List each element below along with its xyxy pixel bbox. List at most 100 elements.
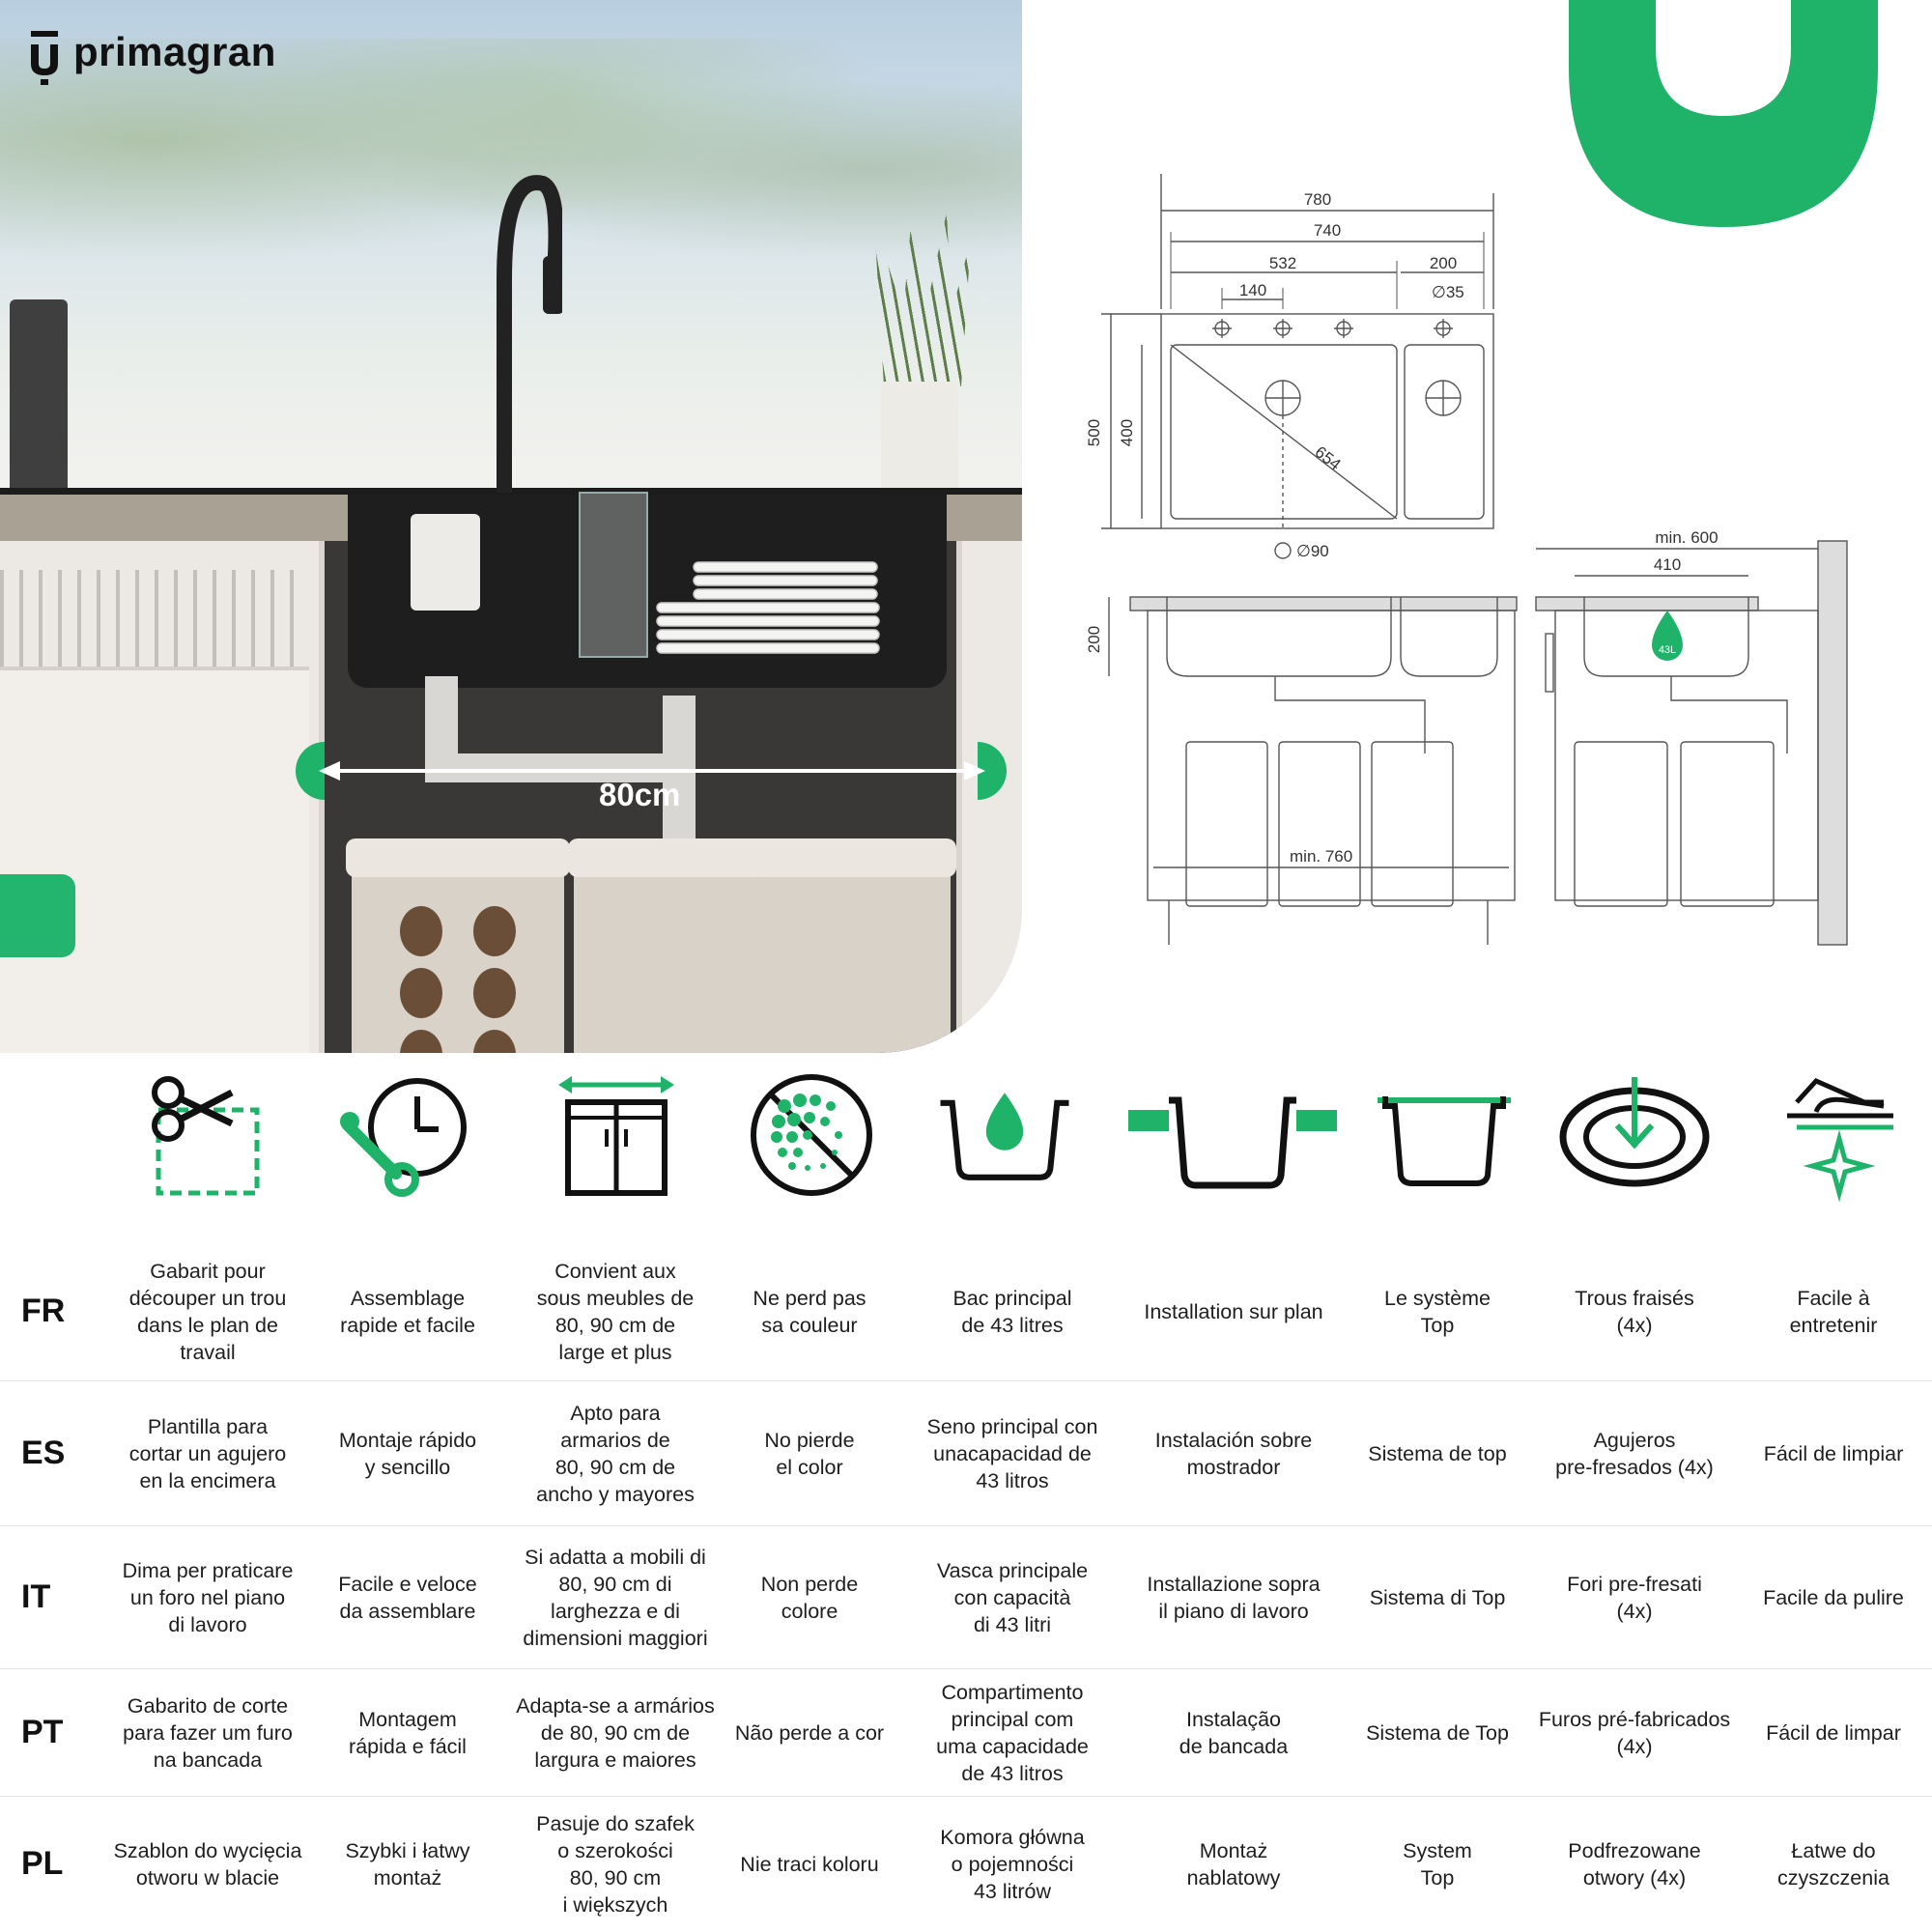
feature-cell: Vasca principale con capacità di 43 litr… (936, 1559, 1089, 1636)
feature-cell: Podfrezowane otwory (4x) (1568, 1839, 1701, 1889)
feature-cell: Convient aux sous meubles de 80, 90 cm d… (536, 1259, 695, 1364)
feature-cell: Sistema di Top (1369, 1586, 1506, 1609)
dishes (411, 492, 880, 658)
feature-cell: Szablon do wycięcia otworu w blacie (113, 1839, 302, 1889)
feature-cell: Facile à entretenir (1789, 1286, 1878, 1337)
waste-bin-3 (752, 838, 956, 1053)
bin-hole (473, 968, 516, 1018)
feature-cell: Não perde a cor (734, 1721, 885, 1745)
feature-cell: Non perde colore (760, 1573, 859, 1623)
easy-clean-icon (1787, 1077, 1893, 1203)
feature-cell: Ne perd pas sa couleur (753, 1286, 867, 1337)
bin-lid (752, 838, 956, 877)
table-row: ES Plantilla para cortar un agujero en la… (0, 1381, 1932, 1526)
bin-hole (473, 906, 516, 956)
dim-410: 410 (1654, 555, 1681, 574)
plant-pot (881, 382, 958, 493)
dim-500: 500 (1085, 419, 1103, 446)
feature-cell: Apto para armarios de 80, 90 cm de ancho… (536, 1402, 695, 1506)
dim-532: 532 (1269, 254, 1296, 272)
dim-front-200: 200 (1085, 626, 1103, 653)
wrench-clock-icon (340, 1078, 467, 1197)
faucet (497, 175, 562, 493)
dim-min-600: min. 600 (1655, 528, 1718, 547)
feature-cell: Furos pré-fabricados (4x) (1538, 1708, 1731, 1758)
feature-cell: Sistema de top (1368, 1442, 1507, 1465)
feature-cell: Trous fraisés (4x) (1575, 1286, 1694, 1337)
bin-hole (473, 1030, 516, 1053)
feature-cell: Pasuje do szafek o szerokości 80, 90 cm … (536, 1812, 695, 1917)
dim-740: 740 (1314, 221, 1341, 240)
water-bowl-icon (940, 1093, 1069, 1180)
language-code: ES (21, 1435, 66, 1471)
language-code: IT (21, 1578, 51, 1615)
feature-cell: Plantilla para cortar un agujero en la e… (128, 1415, 287, 1492)
dim-200: 200 (1430, 254, 1457, 272)
feature-cell: Montaje rápido y sencillo (338, 1429, 477, 1479)
dim-654: 654 (1312, 442, 1345, 473)
feature-cell: Komora główna o pojemności 43 litrów (940, 1826, 1085, 1903)
language-code: PT (21, 1714, 64, 1750)
feature-cell: Compartimento principal com uma capacida… (936, 1681, 1089, 1785)
row-divider (0, 1668, 1932, 1669)
table-row: FR Gabarit pour découper un trou dans le … (0, 1241, 1932, 1381)
cabinet-width-icon (558, 1076, 674, 1196)
technical-drawing: 780 740 532 200 140 ∅35 500 400 654 ∅90 … (1085, 174, 1848, 946)
feature-cell: Bac principal de 43 litres (952, 1286, 1072, 1337)
feature-cell: Instalação de bancada (1179, 1708, 1289, 1758)
bin-hole (400, 968, 442, 1018)
table-row: IT Dima per praticare un foro nel piano d… (0, 1526, 1932, 1669)
row-divider (0, 1796, 1932, 1797)
dim-hole-35: ∅35 (1432, 283, 1464, 301)
dim-780: 780 (1304, 190, 1331, 209)
feature-cell: Dima per praticare un foro nel piano di … (122, 1559, 294, 1636)
feature-cell: Seno principal con unacapacidad de 43 li… (926, 1415, 1098, 1492)
feature-cell: Fori pre-fresati (4x) (1567, 1573, 1702, 1623)
dish-rack (0, 570, 309, 667)
primagran-logo-icon (31, 31, 58, 85)
dim-drain-90: ∅90 (1296, 542, 1329, 560)
brand-name: primagran (73, 29, 276, 74)
row-divider (0, 1380, 1932, 1381)
accent-tab (0, 874, 75, 957)
feature-cell: Gabarito de corte para fazer um furo na … (123, 1694, 293, 1772)
dim-140: 140 (1239, 281, 1266, 299)
top-system-icon (1378, 1096, 1511, 1186)
feature-cell: Szybki i łatwy montaż (345, 1839, 470, 1889)
feature-cell: Nie traci koloru (740, 1853, 879, 1876)
waste-bin-1 (346, 838, 570, 1053)
feature-cell: No pierde el color (764, 1429, 855, 1479)
feature-cell: System Top (1403, 1839, 1472, 1889)
no-color-loss-icon (751, 1074, 872, 1196)
feature-cell: Montagem rápida e fácil (349, 1708, 467, 1758)
language-code: FR (21, 1292, 66, 1329)
table-row: PT Gabarito de corte para fazer um furo n… (0, 1669, 1932, 1797)
row-divider (0, 1525, 1932, 1526)
feature-cell: Installazione sopra il piano di lavoro (1147, 1573, 1321, 1623)
bin-hole (400, 1030, 442, 1053)
feature-cell: Agujeros pre-fresados (4x) (1555, 1429, 1714, 1479)
brand-u-mark (1569, 0, 1878, 227)
feature-cell: Instalación sobre mostrador (1154, 1429, 1313, 1479)
dim-400: 400 (1118, 419, 1136, 446)
countertop-install-icon (1128, 1096, 1337, 1189)
dishwasher-door (0, 667, 309, 1053)
bin-hole (400, 906, 442, 956)
feature-cell: Facile e veloce da assemblare (338, 1573, 477, 1623)
utensil-holder (10, 299, 68, 493)
capacity-badge: 43L (1659, 644, 1676, 656)
feature-cell: Adapta-se a armários de 80, 90 cm de lar… (516, 1694, 715, 1772)
feature-cell: Fácil de limpar (1766, 1721, 1901, 1745)
width-arrow (319, 761, 985, 781)
feature-cell: Assemblage rapide et facile (340, 1286, 475, 1337)
bin-lid (346, 838, 570, 877)
capacity-drop-icon (1652, 611, 1683, 661)
feature-cell: Fácil de limpiar (1763, 1442, 1904, 1465)
dim-min-760: min. 760 (1290, 847, 1352, 866)
scissors-template-icon (152, 1076, 260, 1196)
feature-cell: Gabarit pour découper un trou dans le pl… (128, 1259, 287, 1364)
feature-cell: Le système Top (1384, 1286, 1491, 1337)
feature-cell: Sistema de Top (1366, 1721, 1509, 1745)
feature-cell: Si adatta a mobili di 80, 90 cm di largh… (523, 1546, 708, 1650)
